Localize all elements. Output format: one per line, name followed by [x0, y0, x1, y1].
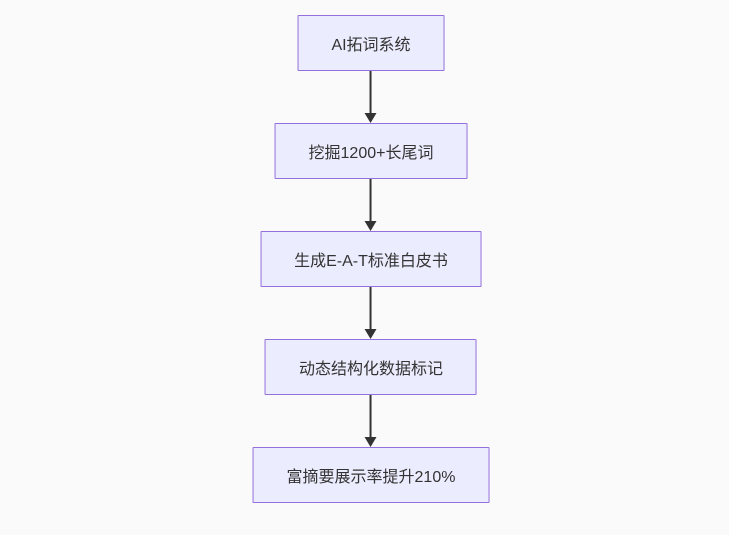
arrow-line	[370, 395, 372, 437]
flowchart: AI拓词系统 挖掘1200+长尾词 生成E-A-T标准白皮书 动态结构化数据标记	[252, 15, 490, 503]
flow-node-ai-word-expansion: AI拓词系统	[297, 15, 445, 71]
arrow-line	[370, 287, 372, 329]
arrow-line	[370, 179, 372, 221]
flow-node-rich-snippet-rate: 富摘要展示率提升210%	[252, 447, 490, 503]
flow-node-label: 挖掘1200+长尾词	[308, 145, 434, 162]
arrow-down-connector-1	[364, 71, 378, 123]
flow-node-label: AI拓词系统	[331, 37, 411, 54]
arrow-down-connector-2	[364, 179, 378, 231]
flow-node-label: 动态结构化数据标记	[298, 361, 443, 378]
flow-node-eat-whitepaper: 生成E-A-T标准白皮书	[260, 231, 482, 287]
arrow-line	[370, 71, 372, 113]
arrowhead-down-icon	[365, 113, 377, 123]
flow-node-structured-data-markup: 动态结构化数据标记	[264, 339, 477, 395]
flow-node-label: 富摘要展示率提升210%	[286, 469, 456, 486]
flow-node-label: 生成E-A-T标准白皮书	[294, 253, 448, 270]
arrow-down-connector-3	[364, 287, 378, 339]
arrow-down-connector-4	[364, 395, 378, 447]
flow-node-longtail-keywords: 挖掘1200+长尾词	[274, 123, 468, 179]
arrowhead-down-icon	[365, 437, 377, 447]
arrowhead-down-icon	[365, 221, 377, 231]
arrowhead-down-icon	[365, 329, 377, 339]
